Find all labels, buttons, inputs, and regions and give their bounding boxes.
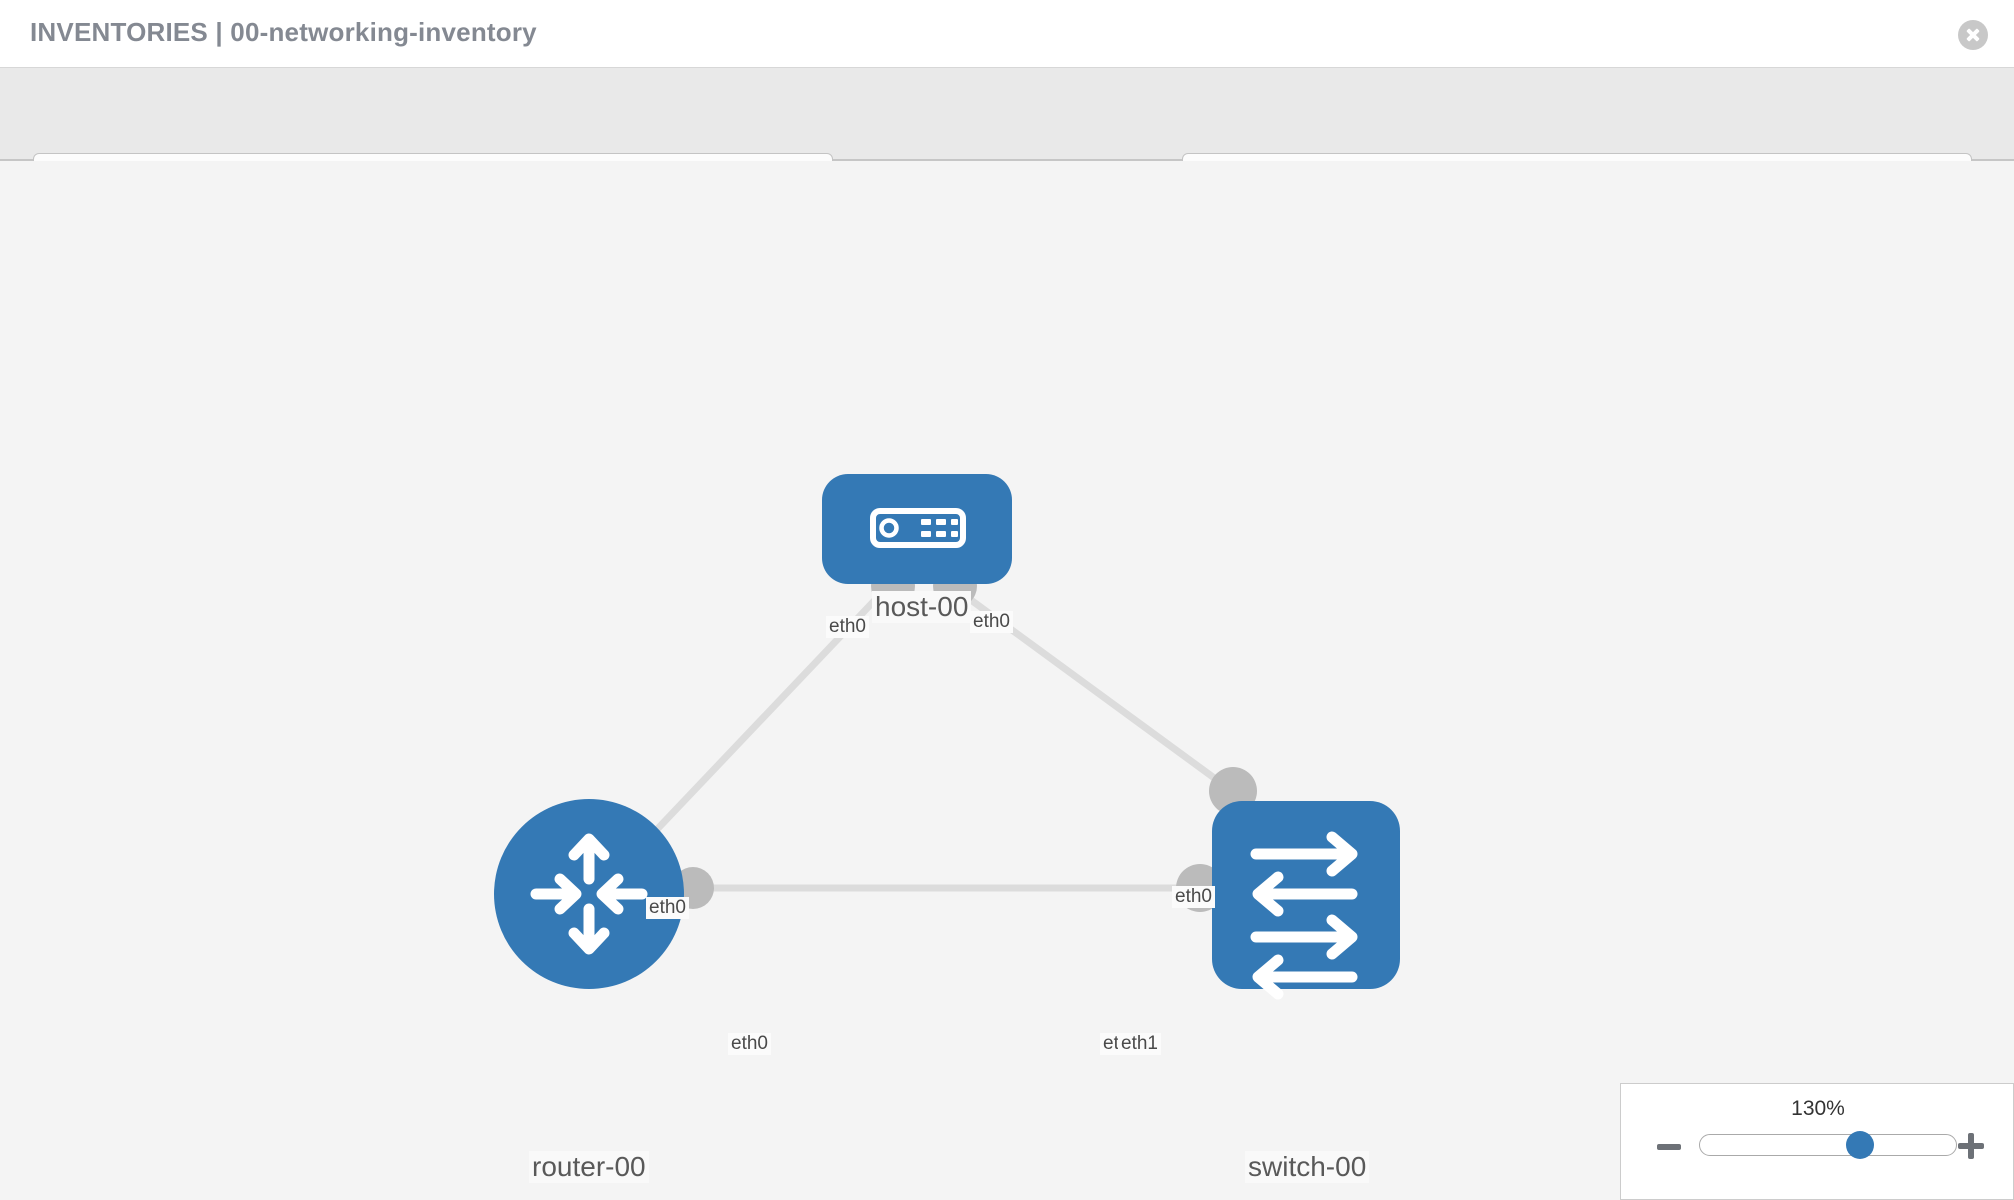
server-icon: [870, 508, 966, 548]
node-switch-00[interactable]: [1212, 801, 1400, 1000]
close-icon[interactable]: [1958, 20, 1988, 50]
page-header: INVENTORIES | 00-networking-inventory: [0, 0, 2014, 68]
topology-graph: [494, 474, 1400, 1000]
page-title: INVENTORIES | 00-networking-inventory: [30, 17, 537, 47]
plus-icon[interactable]: [1957, 1132, 1985, 1160]
zoom-control-panel: 130%: [1620, 1083, 2014, 1200]
node-label-host-00: host-00: [872, 591, 972, 623]
node-label-switch-00: switch-00: [1245, 1151, 1370, 1183]
interface-label: eth0: [728, 1033, 771, 1055]
interface-label: eth0: [826, 616, 869, 638]
interface-label: eth0: [646, 897, 689, 919]
interface-label: eth0: [1172, 886, 1215, 908]
toolbar: ACTIONS SEARCH: [0, 68, 2014, 207]
router-arrows-icon: [530, 833, 648, 955]
zoom-slider-thumb[interactable]: [1846, 1131, 1875, 1159]
interface-label: eth0: [970, 611, 1013, 633]
interface-label: eth1: [1118, 1033, 1161, 1055]
zoom-slider-track[interactable]: [1699, 1134, 1957, 1156]
zoom-level-value: 130%: [1791, 1097, 1845, 1120]
topology-canvas[interactable]: host-00 router-00 switch-00 eth0 eth0 et…: [0, 161, 2014, 1200]
node-host-00[interactable]: [822, 474, 1012, 584]
node-router-00[interactable]: [494, 799, 684, 989]
node-label-router-00: router-00: [529, 1151, 649, 1183]
minus-icon[interactable]: [1657, 1144, 1681, 1150]
switch-arrows-icon: [1250, 831, 1358, 1000]
